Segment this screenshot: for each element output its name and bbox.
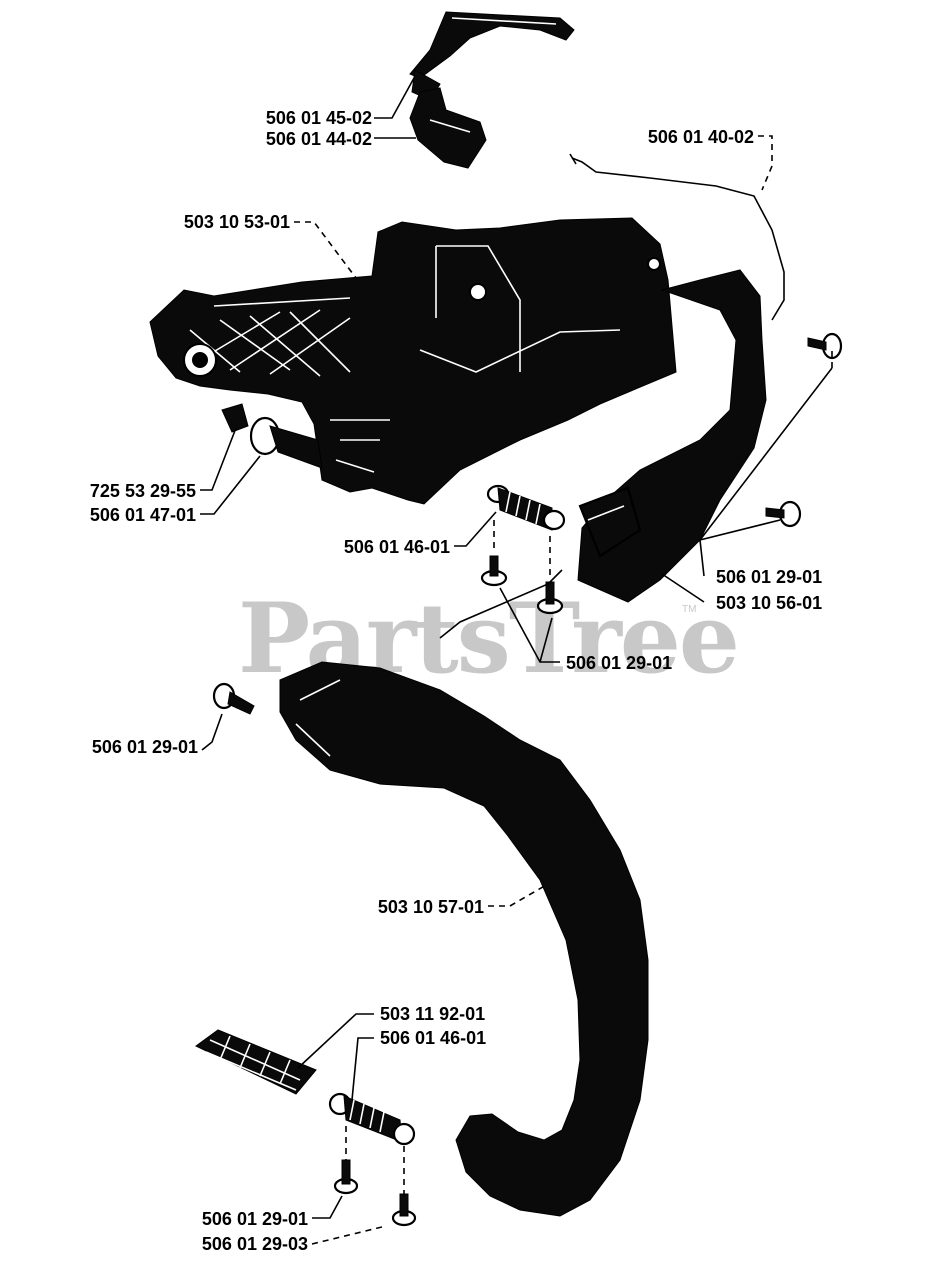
label-725-53-29-55: 725 53 29-55	[90, 481, 196, 501]
label-506-01-45-02: 506 01 45-02	[266, 108, 372, 128]
label-506-01-29-01-bottom: 506 01 29-01	[202, 1209, 308, 1229]
screw-part-725	[221, 403, 249, 433]
brake-cable-part	[569, 153, 785, 321]
grip-pad-part	[195, 1029, 317, 1095]
screw-part-right-lower	[765, 500, 802, 528]
watermark-tm: TM	[682, 604, 696, 615]
screw-part-lower-left	[333, 1159, 359, 1195]
label-506-01-46-01-upper: 506 01 46-01	[344, 537, 450, 557]
handle-housing-part	[149, 217, 677, 505]
label-503-10-57-01: 503 10 57-01	[378, 897, 484, 917]
label-506-01-46-01-lower: 506 01 46-01	[380, 1028, 486, 1048]
screw-part-mid-right	[536, 581, 564, 615]
front-handle-part	[279, 661, 649, 1217]
screw-part-right-upper	[807, 332, 843, 360]
label-503-10-56-01: 503 10 56-01	[716, 593, 822, 613]
label-506-01-40-02: 506 01 40-02	[648, 127, 754, 147]
rod-part	[439, 569, 563, 639]
part-labels: 506 01 45-02 506 01 44-02 506 01 40-02 5…	[90, 108, 822, 1254]
label-506-01-29-01-center: 506 01 29-01	[566, 653, 672, 673]
spring-part-upper	[486, 484, 566, 531]
bushing-part-506-01-47	[249, 416, 323, 469]
label-506-01-29-01-right: 506 01 29-01	[716, 567, 822, 587]
label-506-01-44-02: 506 01 44-02	[266, 129, 372, 149]
label-506-01-29-03: 506 01 29-03	[202, 1234, 308, 1254]
leader-lines	[200, 77, 833, 1245]
label-503-11-92-01: 503 11 92-01	[380, 1004, 485, 1024]
screw-part-lower-right	[391, 1193, 417, 1227]
screw-part-mid-left	[480, 555, 508, 587]
label-506-01-29-01-left: 506 01 29-01	[92, 737, 198, 757]
brake-lever-part	[409, 11, 575, 101]
trigger-grip-part	[577, 269, 767, 603]
screw-part-front-left	[212, 682, 255, 715]
brake-link-part	[409, 87, 487, 169]
label-503-10-53-01: 503 10 53-01	[184, 212, 290, 232]
label-506-01-47-01: 506 01 47-01	[90, 505, 196, 525]
spring-part-lower	[328, 1092, 416, 1146]
